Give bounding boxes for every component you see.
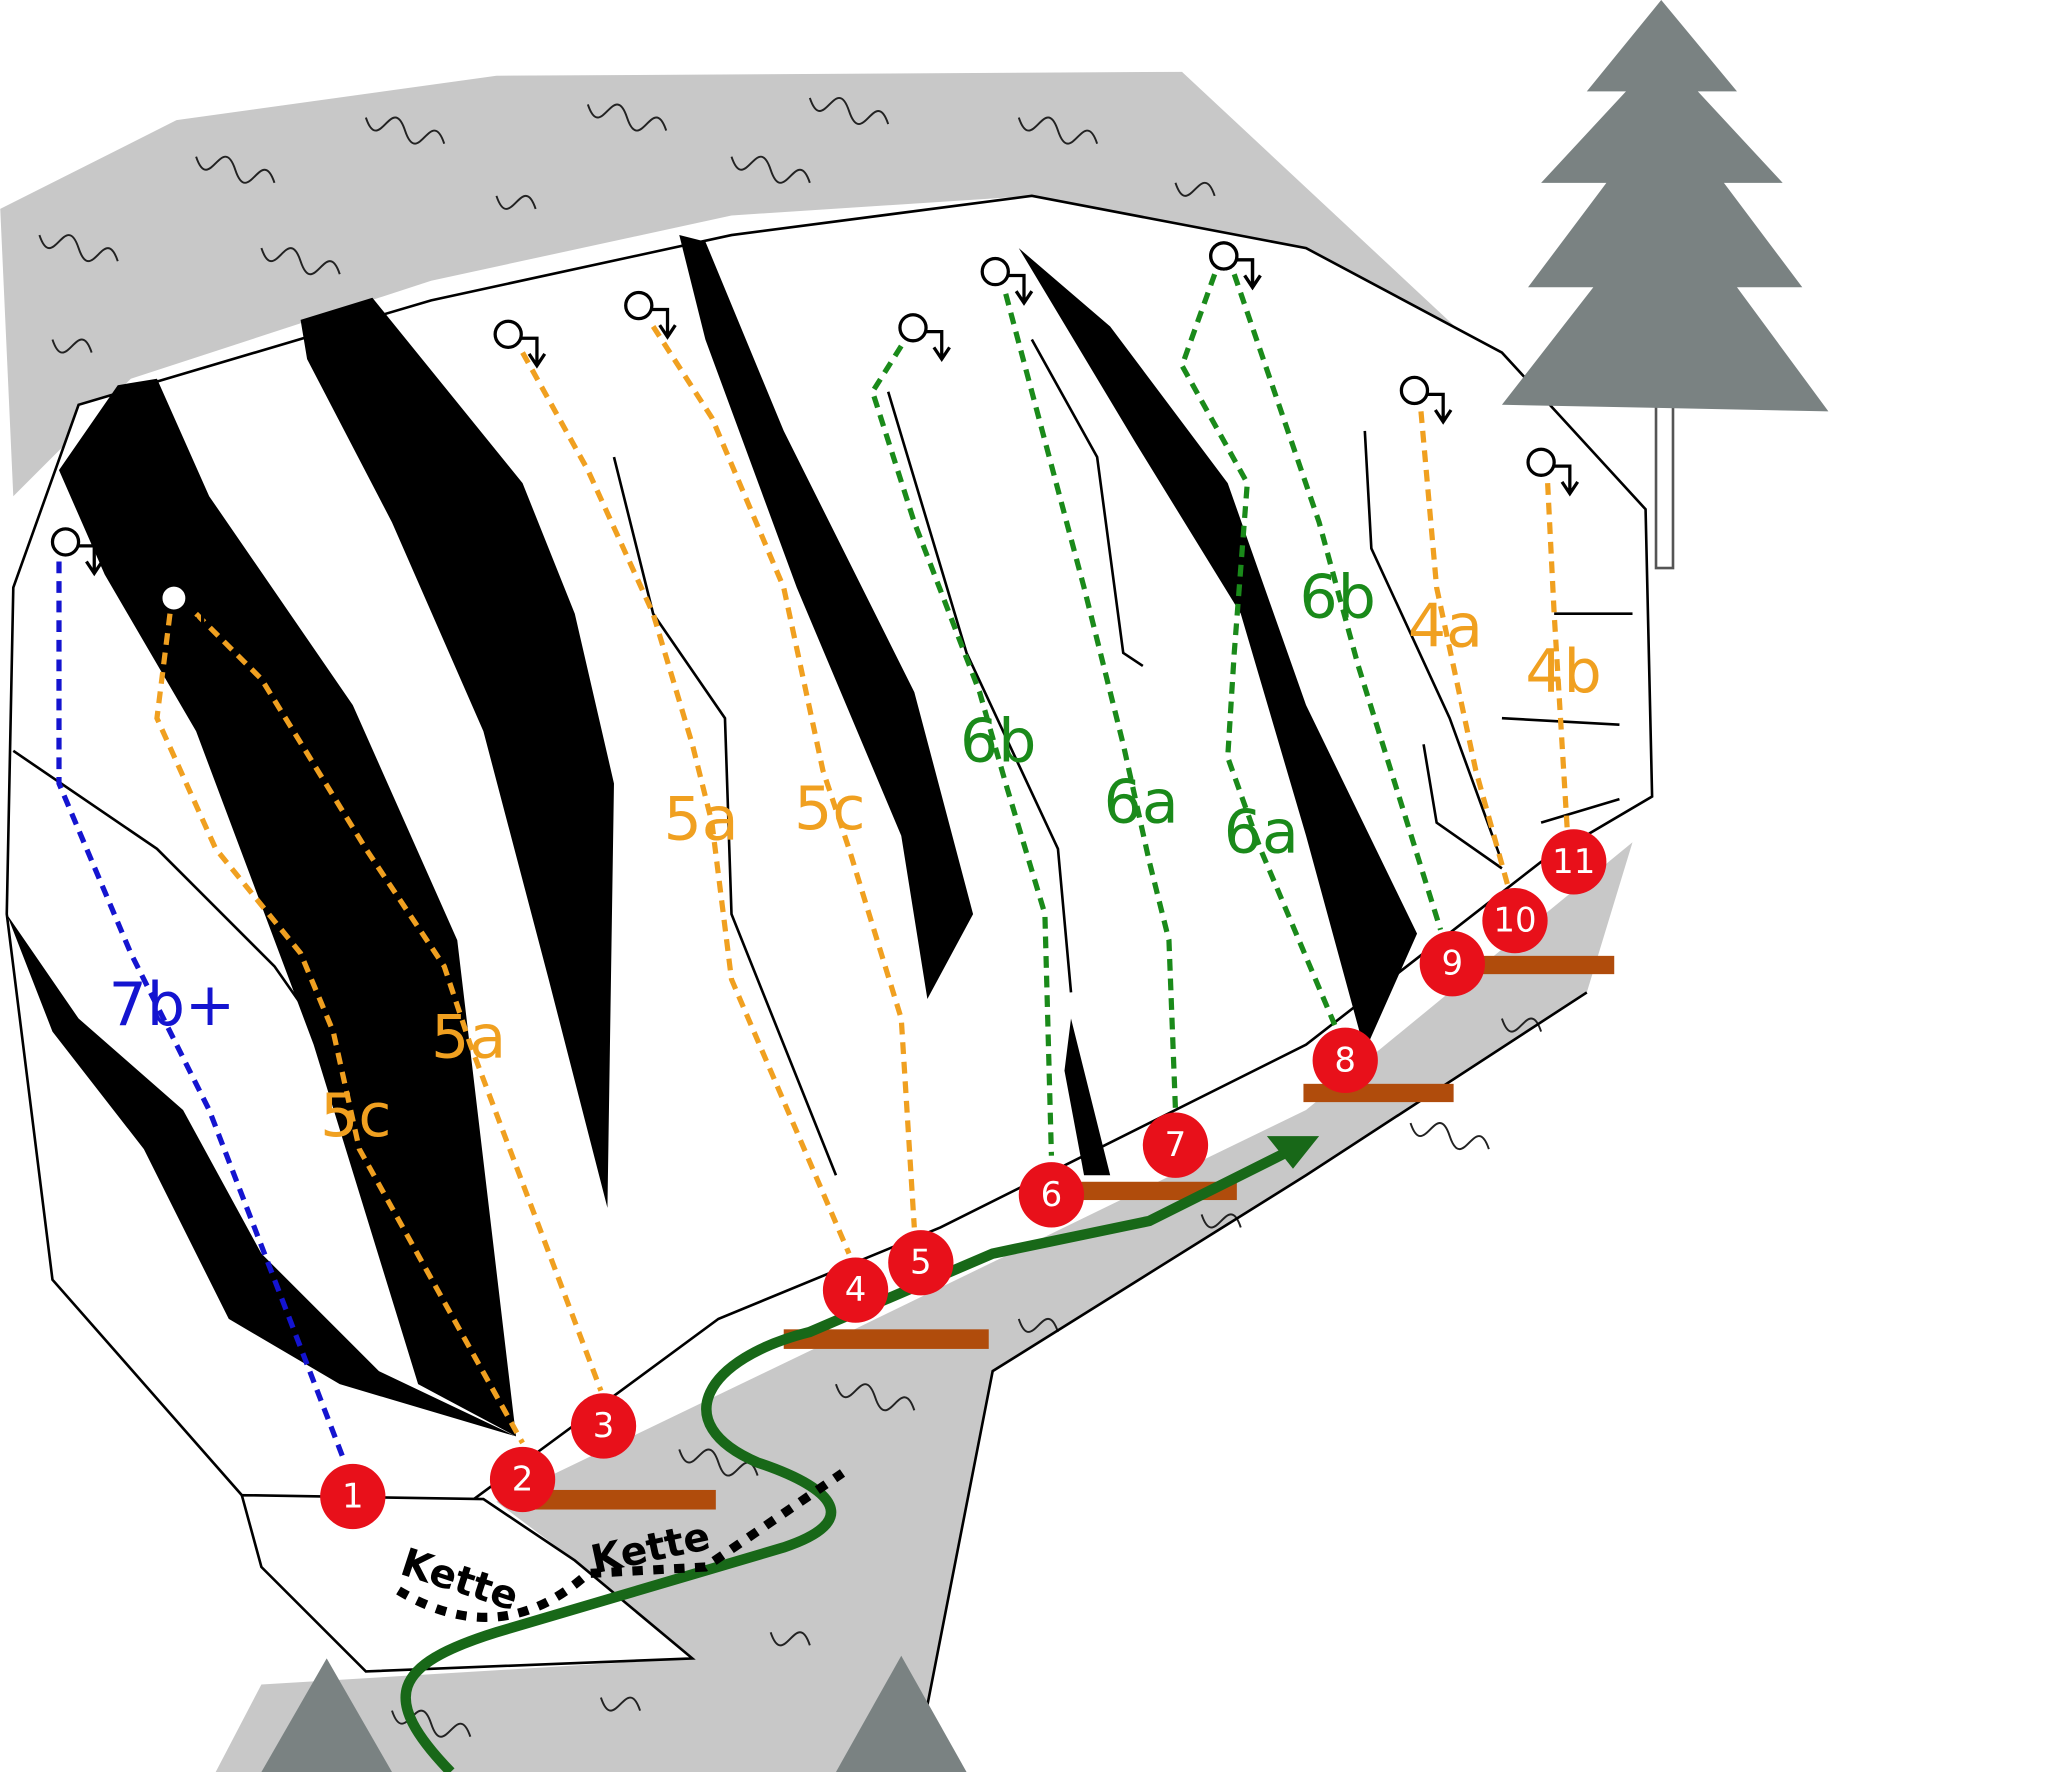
route-line: [194, 611, 604, 1392]
slope-scribbles: [391, 1017, 1543, 1738]
lower-off-arrow-icon: [78, 544, 104, 577]
lower-off-arrow-icon: [926, 330, 951, 363]
route-grade: 4b: [1525, 637, 1601, 707]
route-6[interactable]: 6b 6: [869, 313, 1085, 1228]
route-line: [1418, 411, 1511, 889]
route-number: 10: [1493, 901, 1536, 941]
anchor-icon: [980, 256, 1010, 287]
anchor-icon: [624, 290, 654, 321]
route-line: [650, 325, 917, 1228]
anchor-icon: [898, 313, 928, 343]
anchor-icon: [493, 319, 523, 349]
route-number: 8: [1334, 1040, 1356, 1080]
route-grade: 4a: [1408, 591, 1483, 661]
route-5[interactable]: 5c 5: [624, 290, 954, 1296]
route-line: [520, 351, 852, 1255]
route-number: 6: [1041, 1175, 1063, 1215]
lower-off-arrow-icon: [1008, 273, 1034, 306]
route-number-marker: [320, 1463, 386, 1530]
route-line: [56, 561, 345, 1457]
route-9[interactable]: 6b 9: [1209, 241, 1485, 997]
route-grade: 6b: [1300, 563, 1376, 633]
route-number-marker: [1541, 829, 1607, 895]
anchor-icon: [1526, 447, 1556, 477]
route-3[interactable]: 5a 3: [159, 583, 637, 1459]
route-line: [154, 613, 525, 1445]
approach-slope: [215, 842, 1633, 1772]
route-line: [869, 344, 1055, 1156]
anchor-icon: [1399, 375, 1430, 406]
rock-cracks: [6, 235, 1418, 1437]
route-number: 1: [342, 1476, 364, 1516]
anchor-icon: [159, 583, 189, 613]
route-11[interactable]: 4b 11: [1525, 447, 1607, 895]
route-grade: 5c: [794, 774, 865, 844]
route-grade: 6b: [960, 706, 1036, 776]
rock-lines: [12, 338, 1633, 1176]
route-number-marker: [822, 1257, 889, 1323]
top-vegetation: [0, 71, 1476, 497]
route-line: [1003, 293, 1179, 1111]
route-number: 3: [593, 1406, 615, 1446]
tree-icon: [1501, 0, 1829, 570]
lower-off-arrow-icon: [186, 600, 212, 633]
route-grade: 7b+: [109, 970, 236, 1040]
vegetation-scribbles: [38, 97, 1216, 354]
lower-off-arrow-icon: [1236, 258, 1262, 291]
route-7[interactable]: 6a 7: [980, 256, 1209, 1178]
mountain-icons: [261, 1655, 967, 1772]
route-grade: 5c: [320, 1081, 391, 1151]
lower-off-arrow-icon: [1427, 392, 1453, 425]
route-number-marker: [1018, 1162, 1085, 1228]
route-number: 4: [845, 1270, 867, 1310]
route-number: 11: [1552, 842, 1595, 882]
lower-boulder: [240, 1493, 696, 1673]
route-number-marker: [888, 1230, 954, 1296]
chain-line: [396, 1469, 846, 1622]
route-line: [1231, 273, 1444, 931]
route-1[interactable]: 7b+ 1: [50, 527, 386, 1530]
route-grade: 6a: [1224, 798, 1299, 868]
lower-off-arrow-icon: [521, 336, 547, 369]
route-number: 2: [512, 1459, 534, 1499]
approach-path: [400, 1136, 1320, 1772]
route-grade: 5a: [664, 785, 739, 855]
route-line: [1179, 273, 1338, 1027]
route-number: 7: [1165, 1125, 1187, 1165]
route-number-marker: [1419, 931, 1485, 997]
route-number: 5: [910, 1243, 932, 1283]
route-line: [1545, 483, 1570, 830]
lower-off-arrow-icon: [651, 307, 677, 340]
route-grade: 6a: [1104, 768, 1179, 838]
route-number: 9: [1442, 944, 1464, 984]
lower-off-arrow-icon: [1554, 464, 1580, 497]
route-number-marker: [1482, 887, 1548, 954]
anchor-icon: [1209, 241, 1239, 271]
route-number-marker: [1312, 1027, 1378, 1093]
route-10[interactable]: 4a 10: [1399, 375, 1548, 954]
route-4[interactable]: 5a 4: [493, 319, 889, 1323]
route-grade: 5a: [431, 1003, 506, 1073]
route-number-marker: [1142, 1112, 1209, 1178]
anchor-icon: [50, 527, 81, 557]
route-number-marker: [570, 1393, 637, 1459]
route-number-marker: [489, 1446, 556, 1513]
routes: 7b+ 1 5c 2 5a 3 5a 4 5c 5 6b 6 6a 7 6a 8 6b 9 4a 10 4b 11: [50, 241, 1607, 1530]
